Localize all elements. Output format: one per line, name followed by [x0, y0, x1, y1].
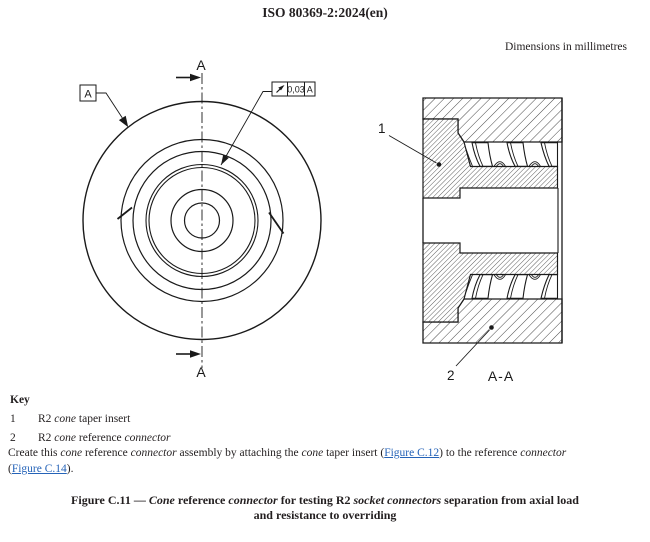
callout-2-label: 2: [447, 368, 455, 383]
key-item-1: 1 R2 cone taper insert: [10, 410, 171, 429]
section-letter-bottom: A: [196, 364, 206, 380]
figure-caption: Figure C.11 — Cone reference connector f…: [71, 493, 579, 522]
callout-1-dot: [436, 162, 442, 167]
thread-profile-upper: [465, 142, 559, 167]
fcf-datum-ref: A: [307, 85, 313, 95]
lumen-circle: [183, 202, 221, 239]
section-arrow-bottom: [176, 350, 201, 358]
datum-triangle: [118, 115, 129, 128]
figure-drawing: A A A 0,03 A: [79, 57, 563, 384]
feature-control-frame: 0,03 A: [220, 81, 316, 166]
thread-runout-tick-left: [116, 206, 133, 220]
section-name-label: A-A: [488, 368, 514, 384]
cone-outer-circle: [145, 163, 259, 278]
key-item-number: 2: [10, 432, 16, 444]
figure-link[interactable]: Figure C.14: [11, 462, 67, 475]
datum-label: A: [84, 89, 92, 101]
datum-indicator: A: [79, 84, 129, 128]
page-title: ISO 80369-2:2024(en): [262, 5, 388, 20]
section-arrow-top: [176, 73, 201, 82]
fcf-leader-arrowhead: [221, 154, 229, 165]
section-view: 1 2 A-A: [378, 97, 563, 384]
bore-circle: [170, 188, 234, 253]
section-letter-top: A: [196, 57, 206, 73]
figure-link[interactable]: Figure C.12: [384, 447, 440, 459]
callout-1-label: 1: [378, 121, 386, 136]
circular-runout-icon: [276, 85, 285, 93]
callout-2-dot: [489, 325, 494, 330]
thread-profile-lower: [465, 274, 559, 299]
key-item-text: R2 cone reference connector: [38, 432, 171, 444]
dimensions-note: Dimensions in millimetres: [504, 41, 627, 53]
key-block: Key 1 R2 cone taper insert 2 R2 cone ref…: [10, 391, 171, 448]
cone-inner-circle: [148, 166, 256, 275]
thread-runout-tick-right: [268, 211, 285, 235]
key-item-text: R2 cone taper insert: [38, 413, 131, 425]
fcf-tolerance-value: 0,03: [287, 85, 305, 95]
front-view: A A A 0,03 A: [79, 57, 322, 380]
key-item-number: 1: [10, 413, 16, 425]
thread-crest-circle: [120, 138, 284, 303]
key-heading: Key: [10, 394, 30, 406]
thread-root-circle: [132, 150, 272, 291]
key-item-2: 2 R2 cone reference connector: [10, 429, 171, 448]
assembly-note: Create this cone reference connector ass…: [8, 447, 567, 475]
outer-diameter-circle: [82, 100, 322, 341]
